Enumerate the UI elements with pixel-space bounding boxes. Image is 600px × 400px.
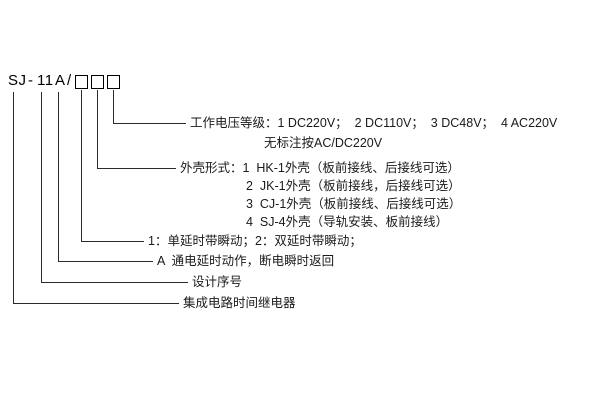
connector-variant-vertical — [58, 92, 59, 261]
connector-box2-vertical — [97, 90, 98, 168]
connector-design-horizontal — [41, 282, 188, 283]
label-voltage-grade-line1: 工作电压等级：1 DC220V； 2 DC110V； 3 DC48V； 4 AC… — [190, 116, 558, 130]
label-product-name: 集成电路时间继电器 — [183, 296, 296, 310]
label-enclosure-line2: 2 JK-1外壳（板前接线，后接线可选） — [246, 179, 461, 193]
label-enclosure-line4: 4 SJ-4外壳（导轨安装、板前接线） — [246, 215, 449, 229]
connector-serial-vertical — [41, 92, 42, 282]
label-voltage-grade-line2: 无标注按AC/DC220V — [264, 136, 383, 150]
connector-delay-horizontal — [81, 241, 144, 242]
label-action-mode: A 通电延时动作，断电瞬时返回 — [157, 254, 335, 268]
connector-product-horizontal — [13, 303, 179, 304]
code-box-voltage-grade — [75, 75, 88, 89]
model-series: SJ — [8, 72, 27, 89]
label-delay-mode: 1：单延时带瞬动；2：双延时带瞬动； — [148, 234, 362, 248]
connector-action-horizontal — [58, 261, 153, 262]
connector-box1-vertical — [81, 90, 82, 241]
label-enclosure-line1: 外壳形式：1 HK-1外壳（板前接线、后接线可选） — [180, 161, 460, 175]
connector-voltage-horizontal — [113, 123, 186, 124]
model-dash: - — [28, 72, 34, 89]
code-box-enclosure — [91, 75, 104, 89]
model-serial: 11 — [37, 72, 54, 89]
model-slash: / — [67, 72, 72, 89]
label-design-serial: 设计序号 — [192, 275, 243, 289]
code-box-delay-mode — [107, 75, 120, 89]
connector-box3-vertical — [113, 90, 114, 123]
connector-enclosure-horizontal — [97, 168, 176, 169]
model-variant: A — [55, 72, 66, 89]
connector-series-vertical — [13, 92, 14, 303]
label-enclosure-line3: 3 CJ-1外壳（板前接线、后接线可选） — [246, 197, 462, 211]
